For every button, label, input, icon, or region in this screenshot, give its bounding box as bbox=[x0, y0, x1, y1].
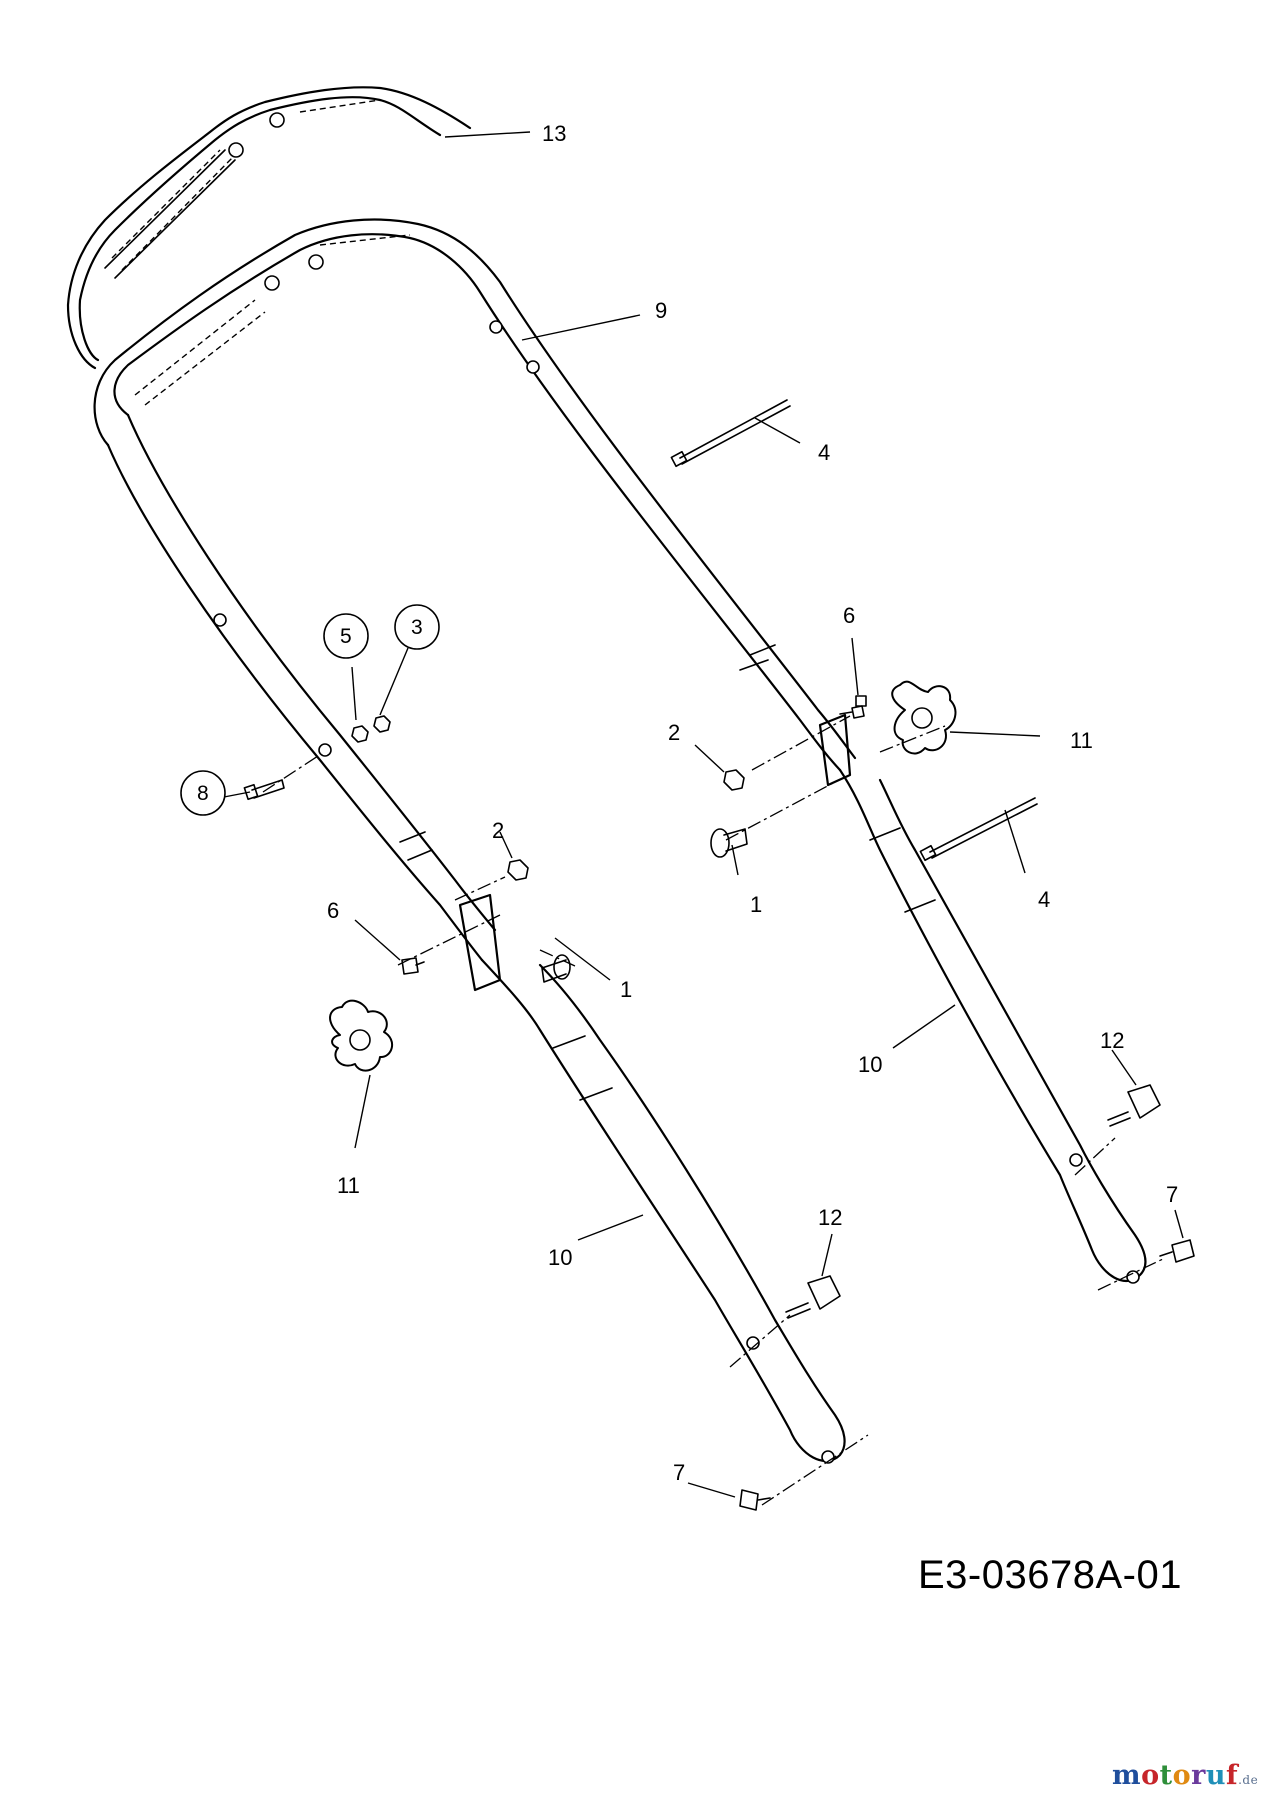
motoruf-watermark: motoruf.de bbox=[1112, 1760, 1258, 1791]
screw-7-left bbox=[739, 1489, 771, 1511]
knob-bolt-12-right bbox=[1107, 1084, 1161, 1127]
cable-tie-lower bbox=[919, 797, 1038, 862]
screw-7-right bbox=[1159, 1239, 1195, 1263]
callout-7-left: 7 bbox=[673, 1460, 685, 1485]
callout-4-upper: 4 bbox=[818, 440, 830, 465]
drawing-code: E3-03678A-01 bbox=[918, 1553, 1182, 1597]
watermark-letter: t bbox=[1159, 1760, 1173, 1791]
nut-3 bbox=[373, 715, 391, 733]
watermark-letter: o bbox=[1172, 1760, 1192, 1791]
watermark-tld: .de bbox=[1238, 1773, 1259, 1787]
callout-4-lower: 4 bbox=[1038, 887, 1050, 912]
watermark-letter: f bbox=[1225, 1760, 1239, 1791]
callout-12-right: 12 bbox=[1100, 1028, 1124, 1053]
callout-12-left: 12 bbox=[818, 1205, 842, 1230]
screw-6-left bbox=[401, 957, 425, 975]
callout-1-right: 1 bbox=[750, 892, 762, 917]
carriage-bolt-left bbox=[541, 954, 571, 983]
circled-callouts: 5 3 8 bbox=[180, 604, 440, 816]
callout-1-left: 1 bbox=[620, 977, 632, 1002]
pin-8 bbox=[243, 779, 285, 801]
nut-5 bbox=[351, 725, 369, 743]
hex-nut-right bbox=[723, 769, 745, 791]
handle-grip-cover bbox=[66, 86, 472, 370]
leader-lines bbox=[223, 131, 1184, 1498]
callout-6-right: 6 bbox=[843, 603, 855, 628]
handle-knob-left bbox=[329, 999, 394, 1072]
callout-2-left: 2 bbox=[492, 818, 504, 843]
screw-6-right bbox=[839, 695, 867, 719]
callout-7-right: 7 bbox=[1166, 1182, 1178, 1207]
watermark-letter: u bbox=[1205, 1760, 1226, 1791]
lower-handle-tube-left bbox=[480, 958, 846, 1464]
callout-9: 9 bbox=[655, 298, 667, 323]
callout-11-left: 11 bbox=[337, 1173, 360, 1198]
hex-nut-left bbox=[507, 859, 529, 881]
handle-knob-right bbox=[891, 680, 957, 755]
knob-bolt-12-left bbox=[785, 1275, 841, 1319]
circled-callout-8: 8 bbox=[197, 782, 209, 805]
cable-tie-upper bbox=[670, 399, 791, 468]
watermark-letter: o bbox=[1141, 1760, 1160, 1791]
watermark-letter: r bbox=[1191, 1760, 1206, 1791]
callout-13: 13 bbox=[542, 121, 566, 146]
callout-10-left: 10 bbox=[548, 1245, 572, 1270]
circled-callout-3: 3 bbox=[411, 616, 423, 639]
callout-6-left: 6 bbox=[327, 898, 339, 923]
callout-2-right: 2 bbox=[668, 720, 680, 745]
assembly-centerlines bbox=[262, 715, 1166, 1506]
circled-callout-5: 5 bbox=[340, 625, 352, 648]
callout-10-right: 10 bbox=[858, 1052, 882, 1077]
callout-11-right: 11 bbox=[1070, 728, 1093, 753]
callouts: 13 9 4 4 6 6 11 11 2 2 1 1 10 10 12 12 7… bbox=[327, 121, 1178, 1485]
carriage-bolt-right bbox=[710, 828, 748, 858]
lower-handle-tube-right bbox=[838, 768, 1147, 1284]
watermark-letter: m bbox=[1112, 1760, 1142, 1791]
upper-handle-frame bbox=[93, 218, 857, 992]
